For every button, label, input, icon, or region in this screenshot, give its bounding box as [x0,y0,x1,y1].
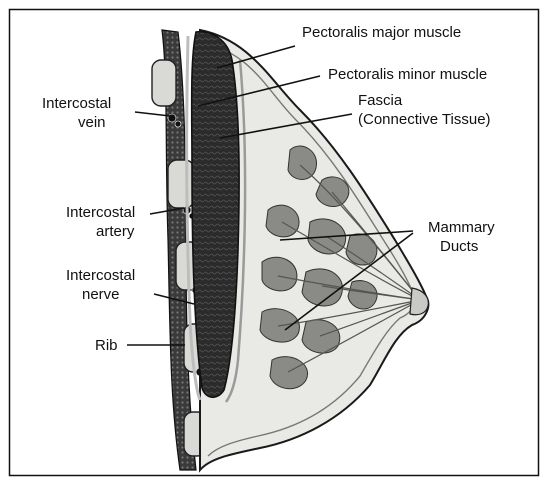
label-fascia-line1: Fascia [358,92,403,109]
label-fascia-line2: (Connective Tissue) [358,111,491,128]
label-intercostal-artery-line1: Intercostal [66,204,135,221]
label-intercostal-artery-line2: artery [96,223,135,240]
pectoralis-major-muscle [192,32,239,398]
label-pectoralis-major: Pectoralis major muscle [302,24,461,41]
label-pectoralis-minor: Pectoralis minor muscle [328,66,487,83]
label-intercostal-nerve-line2: nerve [82,286,120,303]
label-intercostal-vein-line2: vein [78,114,106,131]
rib-1 [152,60,176,106]
rib-2 [168,160,194,208]
label-mammary-ducts-line2: Ducts [440,238,478,255]
label-intercostal-nerve-line1: Intercostal [66,267,135,284]
label-intercostal-vein-line1: Intercostal [42,95,111,112]
label-rib: Rib [95,337,118,354]
label-mammary-ducts-line1: Mammary [428,219,495,236]
